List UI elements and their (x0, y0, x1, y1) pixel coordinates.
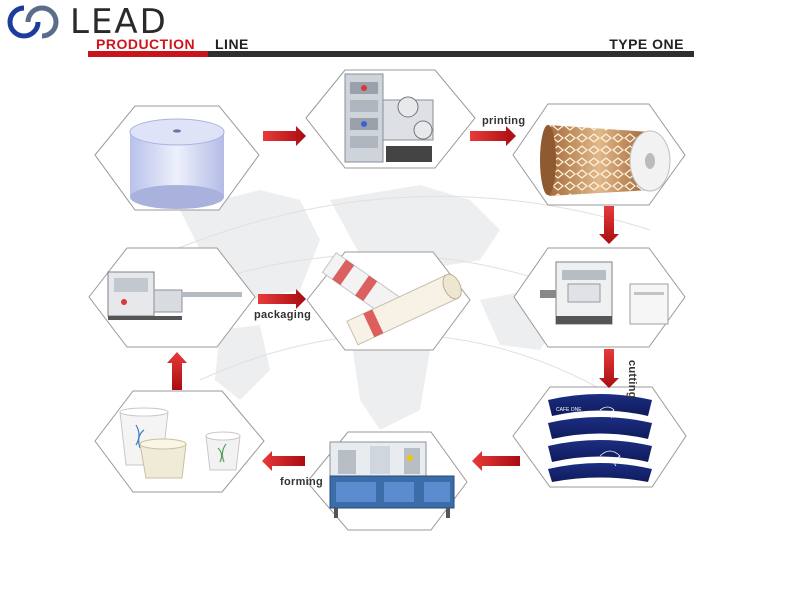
title-line: LINE (215, 36, 249, 52)
cup-fans-icon: CAFE ONE (548, 394, 652, 482)
printed-roll-icon (540, 125, 671, 196)
stage-paper-roll (94, 105, 260, 211)
packed-cups-icon (321, 252, 462, 346)
arrow-roll-to-printer (263, 126, 306, 146)
paper-roll-icon (129, 118, 225, 209)
title-underline-red (88, 51, 208, 57)
stage-paper-cups (94, 390, 265, 493)
label-forming: forming (280, 476, 324, 488)
arrow-cups-to-packaging (167, 352, 187, 390)
label-cutting: cutting (626, 360, 638, 399)
packaging-machine-icon (107, 271, 242, 320)
brand-name: LEAD (70, 2, 168, 42)
stage-cup-forming-machine (306, 431, 468, 531)
stage-printed-roll (512, 103, 686, 206)
printing-machine-icon (344, 73, 434, 163)
arrow-printer-to-printed (470, 126, 516, 146)
arrow-printed-to-cutter (599, 206, 619, 244)
arrow-cutter-to-fans (599, 349, 619, 388)
label-packaging: packaging (254, 309, 312, 321)
arrow-forming-to-cups (262, 451, 305, 471)
lead-logo-icon (7, 5, 59, 39)
stage-cup-fans: CAFE ONE (512, 386, 687, 488)
title-type: TYPE ONE (609, 36, 684, 52)
title-bar: PRODUCTION LINE TYPE ONE (88, 34, 694, 60)
die-cutting-machine-icon (540, 261, 669, 325)
paper-cups-icon (119, 407, 241, 479)
brand-logo: LEAD (4, 2, 174, 42)
stage-die-cutting-machine (513, 247, 686, 348)
label-printing: printing (482, 115, 526, 127)
stage-packed-cups (306, 251, 471, 351)
cup-forming-machine-icon (329, 441, 455, 518)
fan-print-text: CAFE ONE (556, 407, 582, 413)
arrow-packaging-to-packed (258, 289, 306, 309)
stage-packaging-machine (88, 247, 256, 348)
arrow-fans-to-forming (472, 451, 520, 471)
title-production: PRODUCTION (96, 36, 196, 52)
stage-printing-machine (305, 69, 476, 169)
title-underline-dark (208, 51, 694, 57)
